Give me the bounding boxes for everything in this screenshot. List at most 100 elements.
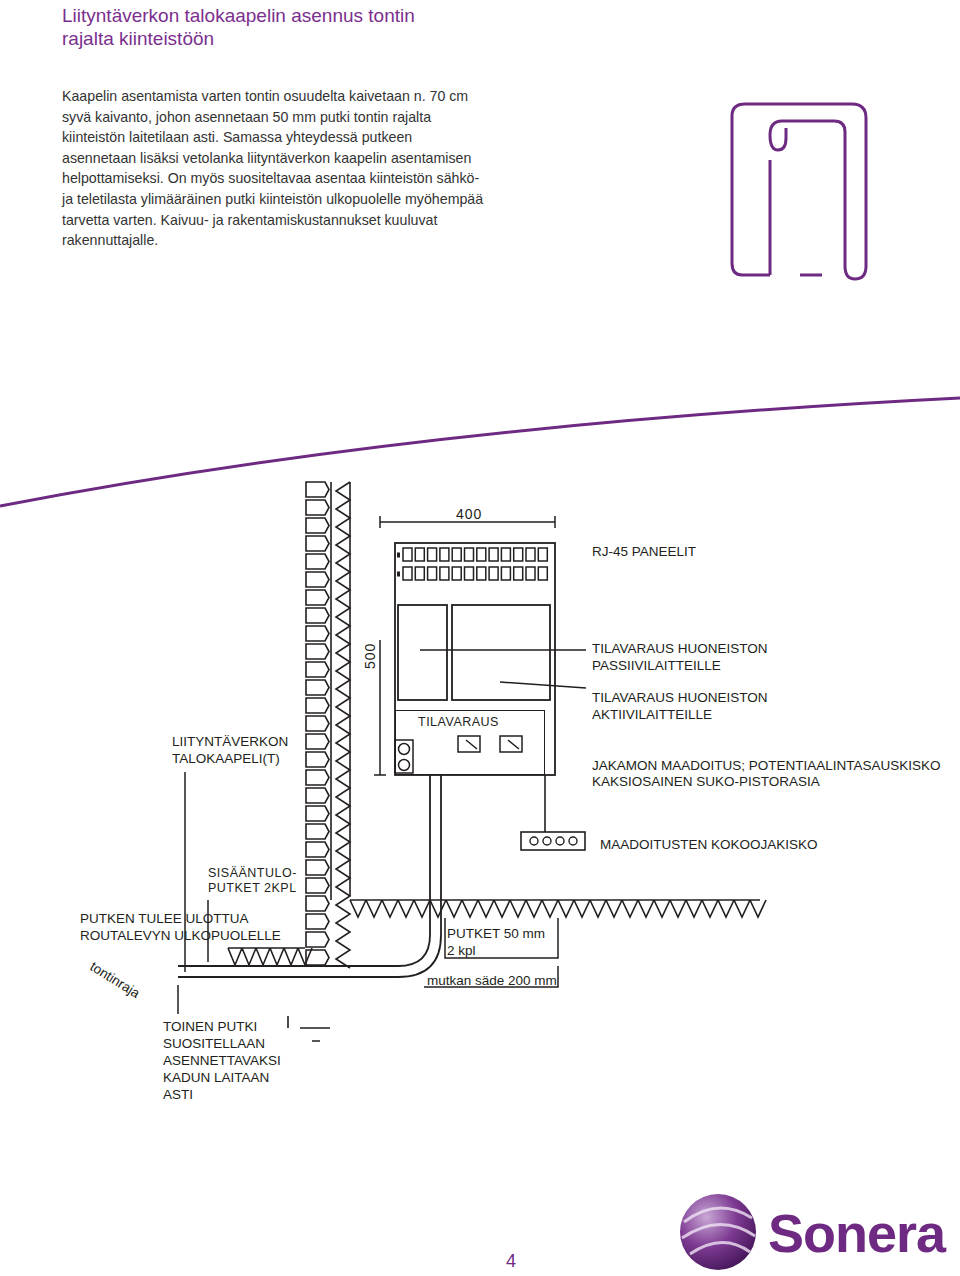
callout-label: PUTKET 50 mm 2 kpl (447, 925, 547, 959)
cabinet (395, 543, 555, 775)
drawing-part (306, 716, 329, 731)
drawing-part (306, 500, 329, 515)
drawing-part (514, 567, 523, 580)
switch-symbol (458, 736, 480, 752)
callout-label: TOINEN PUTKI SUOSITELLAAN ASENNETTAVAKSI… (163, 1018, 291, 1103)
passive-space (398, 605, 447, 700)
drawing-part (465, 548, 474, 561)
decor-cable (732, 104, 866, 279)
callout-label: mutkan säde 200 mm (427, 972, 557, 989)
drawing-part (530, 837, 538, 845)
drawing-part (403, 548, 412, 561)
earth-symbol (288, 1016, 330, 1041)
drawing-part (306, 680, 329, 695)
switch-symbol (500, 736, 522, 752)
drawing-part (569, 837, 577, 845)
drawing-part (306, 536, 329, 551)
space-box: TILAVARAUS (395, 710, 545, 775)
drawing-part (306, 860, 329, 875)
drawing-part (556, 837, 564, 845)
drawing-part (489, 548, 498, 561)
drawing-part (306, 770, 329, 785)
body-text: Kaapelin asentamista varten tontin osuud… (62, 86, 487, 251)
callout-label: LIITYNTÄVERKON TALOKAAPELI(T) (172, 733, 302, 767)
ground-hatch (228, 900, 766, 965)
drawing-part (228, 900, 766, 965)
callout-label: SISÄÄNTULO- PUTKET 2KPL (208, 866, 308, 896)
rj45-panel (397, 548, 547, 580)
drawing-part (428, 567, 437, 580)
drawing-part (465, 567, 474, 580)
ground-wire (544, 775, 546, 832)
drawing-part (538, 567, 547, 580)
leader-line (420, 650, 586, 688)
box-label: TILAVARAUS (418, 715, 538, 729)
drawing-part (397, 572, 400, 577)
ground-bar (521, 832, 585, 850)
decor-curve (0, 398, 960, 506)
callout-label: 4 (506, 1250, 516, 1272)
socket (399, 760, 410, 771)
logo-text: Sonera (768, 1201, 945, 1266)
drawing-part (306, 482, 329, 497)
drawing-part (306, 878, 329, 893)
drawing-part (428, 548, 437, 561)
drawing-part (397, 553, 400, 558)
drawing-part (477, 567, 486, 580)
drawing-part (306, 896, 329, 911)
drawing-part (306, 842, 329, 857)
drawing-part (336, 482, 350, 968)
drawing-part (514, 548, 523, 561)
drawing-part (306, 626, 329, 641)
callout-label: MAADOITUSTEN KOKOOJAKISKO (600, 836, 818, 853)
drawing-part (452, 548, 461, 561)
drawing-part (306, 590, 329, 605)
drawing-part (306, 644, 329, 659)
drawing-part (306, 572, 329, 587)
callout-label: RJ-45 PANEELIT (592, 543, 696, 560)
socket (395, 740, 413, 773)
drawing-part (331, 482, 350, 900)
drawing-part (415, 548, 424, 561)
drawing-part (306, 914, 329, 929)
drawing-part (543, 837, 551, 845)
decor-cable (770, 160, 822, 275)
drawing-part (538, 548, 547, 561)
drawing-part (306, 752, 329, 767)
drawing-part (306, 734, 329, 749)
drawing-part (306, 662, 329, 677)
drawing-part (306, 932, 329, 947)
drawing-part (306, 608, 329, 623)
drawing-part (306, 698, 329, 713)
callout-label: TILAVARAUS HUONEISTON AKTIIVILAITTEILLE (592, 689, 792, 723)
drawing-part (489, 567, 498, 580)
drawing-part (306, 554, 329, 569)
drawing-part (501, 548, 510, 561)
pipe (178, 775, 441, 977)
drawing-part (306, 824, 329, 839)
drawing-part (477, 548, 486, 561)
drawing-part (440, 567, 449, 580)
callout-label: tontinraja (87, 958, 143, 1002)
page-title: Liityntäverkon talokaapelin asennus tont… (62, 4, 422, 50)
drawing-part (306, 806, 329, 821)
wall (306, 482, 350, 968)
drawing-part (526, 548, 535, 561)
callout-label: TILAVARAUS HUONEISTON PASSIIVILAITTEILLE (592, 640, 792, 674)
callout-label: JAKAMON MAADOITUS; POTENTIAALINTASAUSKIS… (592, 757, 941, 774)
drawing-part (440, 548, 449, 561)
drawing-part (306, 788, 329, 803)
active-space (452, 605, 550, 700)
drawing-part (306, 518, 329, 533)
callout-label: KAKSIOSAINEN SUKO-PISTORASIA (592, 773, 820, 790)
drawing-part (403, 567, 412, 580)
socket (399, 744, 410, 755)
callout-label: 400 (456, 506, 482, 523)
drawing-part (501, 567, 510, 580)
callout-label: PUTKEN TULEE ULOTTUA ROUTALEVYN ULKOPUOL… (80, 910, 295, 944)
logo-sphere (680, 1194, 756, 1270)
logo-sphere (682, 1208, 755, 1254)
leader-line (178, 772, 558, 1014)
drawing-part (526, 567, 535, 580)
drawing-part (452, 567, 461, 580)
